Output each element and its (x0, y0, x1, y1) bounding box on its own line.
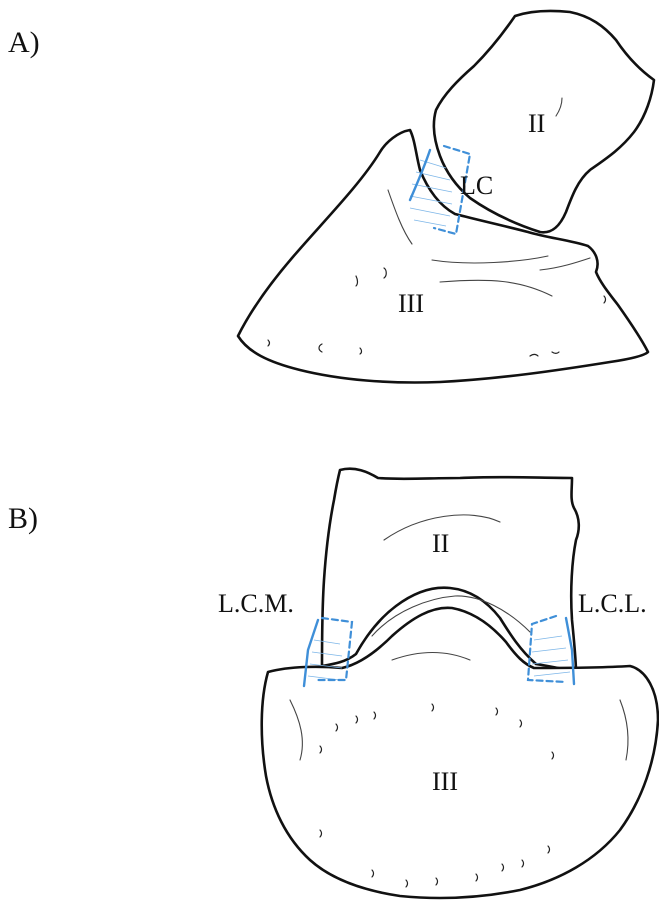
panel-b-ligament-lateral-label: L.C.L. (578, 589, 647, 618)
panel-a-bone-ii-label: II (528, 109, 545, 138)
panel-b-bone-ii-label: II (432, 529, 449, 558)
panel-a-bone-iii-label: III (398, 289, 424, 318)
panel-a: A) II III LC (8, 11, 654, 382)
panel-a-ligament-label: LC (460, 171, 493, 200)
panel-b-ligament-medial-label: L.C.M. (218, 589, 294, 618)
panel-b-bone-iii-label: III (432, 767, 458, 796)
panel-b-label: B) (8, 502, 38, 535)
panel-b: B) (8, 469, 658, 898)
panel-a-label: A) (8, 26, 40, 59)
